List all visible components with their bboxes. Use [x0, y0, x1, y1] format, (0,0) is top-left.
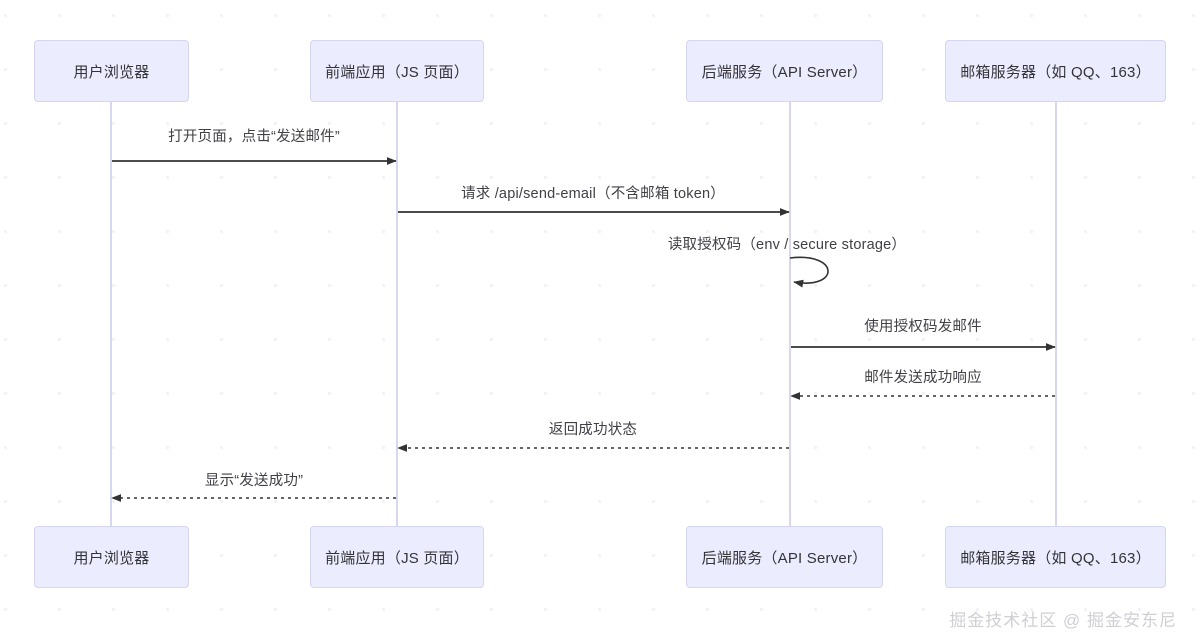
participant-box-frontend-top[interactable]: 前端应用（JS 页面） — [310, 40, 484, 102]
participant-label: 邮箱服务器（如 QQ、163） — [960, 549, 1151, 567]
participant-box-browser-top[interactable]: 用户浏览器 — [34, 40, 189, 102]
message-label-3: 读取授权码（env / secure storage） — [667, 237, 907, 253]
message-label-7: 显示“发送成功” — [204, 473, 304, 489]
participant-label: 前端应用（JS 页面） — [325, 63, 469, 81]
participant-box-browser-bottom[interactable]: 用户浏览器 — [34, 526, 189, 588]
participant-label: 邮箱服务器（如 QQ、163） — [960, 63, 1151, 81]
participant-label: 前端应用（JS 页面） — [325, 549, 469, 567]
watermark: 掘金技术社区 @ 掘金安东尼 — [949, 611, 1177, 630]
message-label-6: 返回成功状态 — [548, 422, 638, 438]
participant-label: 用户浏览器 — [73, 549, 150, 567]
message-label-1: 打开页面，点击“发送邮件” — [168, 129, 340, 145]
message-arrows-group — [111, 157, 1056, 502]
participant-box-mail-top[interactable]: 邮箱服务器（如 QQ、163） — [945, 40, 1166, 102]
message-label-5: 邮件发送成功响应 — [864, 370, 982, 386]
participant-label: 后端服务（API Server） — [701, 549, 868, 567]
participant-box-backend-bottom[interactable]: 后端服务（API Server） — [686, 526, 883, 588]
participant-label: 用户浏览器 — [73, 63, 150, 81]
message-label-2: 请求 /api/send-email（不含邮箱 token） — [461, 186, 725, 202]
participant-box-mail-bottom[interactable]: 邮箱服务器（如 QQ、163） — [945, 526, 1166, 588]
lifelines-group — [110, 102, 1057, 526]
participant-box-frontend-bottom[interactable]: 前端应用（JS 页面） — [310, 526, 484, 588]
participant-box-backend-top[interactable]: 后端服务（API Server） — [686, 40, 883, 102]
message-label-4: 使用授权码发邮件 — [864, 319, 982, 335]
message-arrow-3-self-loop — [789, 256, 829, 288]
participant-label: 后端服务（API Server） — [701, 63, 868, 81]
